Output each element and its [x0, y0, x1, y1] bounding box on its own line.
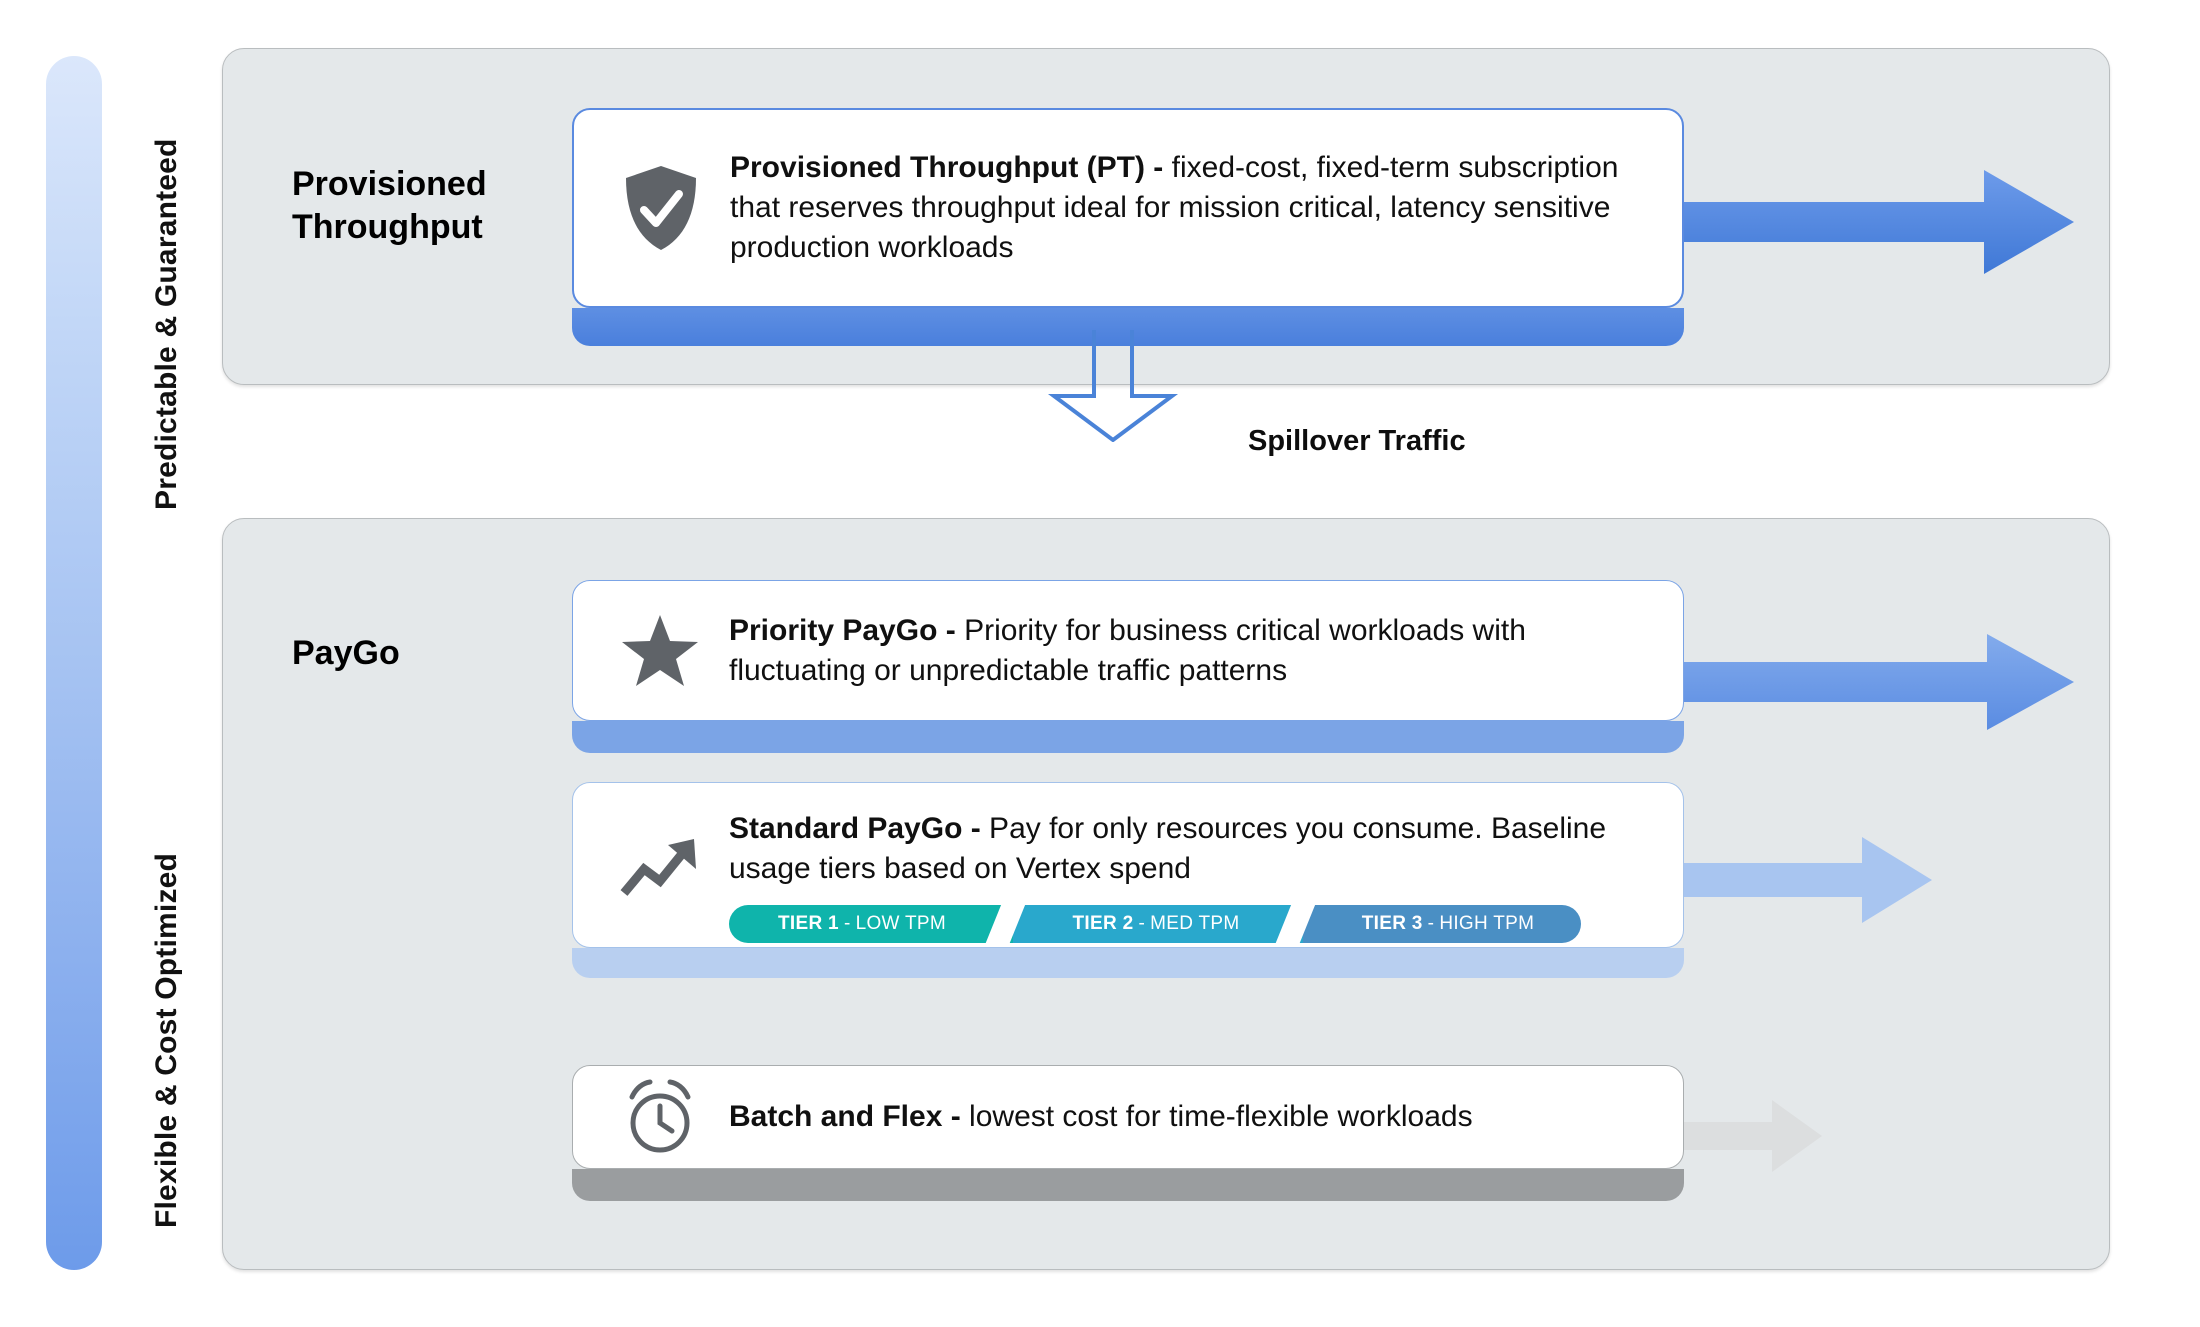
tier-number: TIER 3	[1361, 912, 1423, 934]
priority-paygo-flow-arrow	[1684, 632, 2074, 732]
tier-name: LOW TPM	[855, 912, 946, 934]
card-standard-paygo[interactable]: Standard PayGo - Pay for only resources …	[572, 782, 1684, 978]
spillover-traffic-label: Spillover Traffic	[1248, 425, 1466, 457]
card-description: fixed-cost, fixed-term subscription that…	[730, 151, 1619, 264]
usage-tier-ribbon: TIER 1 - LOW TPM TIER 2 - MED TPM TIER 3…	[729, 904, 1581, 943]
card-provisioned-throughput[interactable]: Provisioned Throughput (PT) - fixed-cost…	[572, 108, 1684, 346]
card-title: Priority PayGo -	[729, 613, 956, 647]
tier-name: HIGH TPM	[1439, 912, 1535, 934]
spillover-down-arrow	[1038, 330, 1188, 447]
card-accent-bar	[572, 721, 1684, 753]
card-description: Pay for only resources you consume. Base…	[729, 812, 1607, 885]
card-accent-bar	[572, 948, 1684, 978]
card-title: Provisioned Throughput (PT) -	[730, 151, 1164, 185]
card-batch-and-flex[interactable]: Batch and Flex - lowest cost for time-fl…	[572, 1065, 1684, 1201]
shield-check-icon	[618, 164, 704, 252]
alarm-clock-icon	[617, 1078, 703, 1156]
tier-separator: -	[1138, 912, 1146, 934]
tier-badge-1[interactable]: TIER 1 - LOW TPM	[729, 904, 1013, 943]
card-priority-paygo[interactable]: Priority PayGo - Priority for business c…	[572, 580, 1684, 753]
tier-badge-3[interactable]: TIER 3 - HIGH TPM	[1303, 904, 1581, 943]
tier-number: TIER 2	[1072, 912, 1134, 934]
standard-paygo-flow-arrow	[1684, 835, 1932, 925]
tier-separator: -	[1427, 912, 1435, 934]
card-text-priority-paygo: Priority PayGo - Priority for business c…	[729, 611, 1653, 691]
card-accent-bar	[572, 308, 1684, 346]
tier-separator: -	[843, 912, 851, 934]
card-description: Priority for business critical workloads…	[729, 613, 1526, 687]
trending-up-icon	[617, 809, 703, 907]
axis-label-flexible-cost-optimized: Flexible & Cost Optimized	[150, 852, 183, 1228]
card-title: Standard PayGo -	[729, 812, 981, 845]
card-title: Batch and Flex -	[729, 1100, 961, 1134]
tier-badge-2[interactable]: TIER 2 - MED TPM	[1013, 904, 1303, 943]
batch-flex-flow-arrow	[1684, 1098, 1822, 1174]
star-icon	[617, 613, 703, 689]
axis-label-predictable-guaranteed: Predictable & Guaranteed	[150, 138, 183, 510]
tier-number: TIER 1	[778, 912, 839, 934]
card-description: lowest cost for time-flexible workloads	[960, 1100, 1473, 1134]
card-text-batch-and-flex: Batch and Flex - lowest cost for time-fl…	[729, 1097, 1653, 1137]
panel-title-paygo: PayGo	[292, 634, 400, 672]
tier-name: MED TPM	[1150, 912, 1240, 934]
card-text-provisioned-throughput: Provisioned Throughput (PT) - fixed-cost…	[730, 148, 1652, 268]
provisioned-throughput-flow-arrow	[1684, 168, 2074, 276]
card-accent-bar	[572, 1169, 1684, 1201]
card-text-standard-paygo: Standard PayGo - Pay for only resources …	[729, 809, 1653, 889]
priority-spectrum-bar	[46, 56, 102, 1270]
panel-title-provisioned-throughput: Provisioned Throughput	[292, 165, 487, 246]
